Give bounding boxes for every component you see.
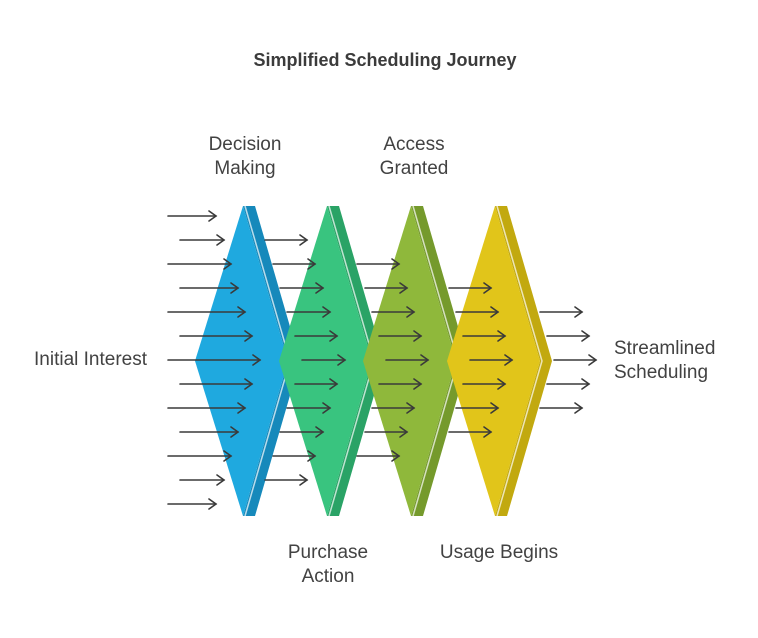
- arrow-stage3-6: [455, 402, 500, 414]
- diagram-title: Simplified Scheduling Journey: [253, 50, 517, 70]
- arrow-in-12: [179, 474, 226, 486]
- arrow-in-4: [179, 282, 240, 294]
- arrow-stage2-1: [356, 258, 401, 270]
- arrow-out-2: [546, 330, 591, 342]
- stage-label-purchase-action: Purchase Action: [287, 542, 369, 587]
- chevron-decision-making: [195, 206, 288, 516]
- arrow-stage3-5: [462, 378, 507, 390]
- arrow-stage1-7: [294, 378, 339, 390]
- arrow-in-3: [167, 258, 233, 270]
- arrow-stage1-4: [286, 306, 332, 318]
- arrow-stage2-3: [371, 306, 416, 318]
- start-label: Initial Interest: [34, 349, 147, 370]
- arrow-stage3-4: [469, 354, 514, 366]
- arrow-in-6: [179, 330, 254, 342]
- arrow-in-9: [167, 402, 247, 414]
- arrow-stage2-8: [364, 426, 409, 438]
- chevron-usage-begins: [447, 206, 540, 516]
- arrow-stage1-10: [272, 450, 317, 462]
- arrow-stage2-2: [364, 282, 409, 294]
- stage-label-decision-making: Decision Making: [208, 134, 282, 179]
- arrow-stage3-7: [448, 426, 493, 438]
- arrow-stage1-2: [272, 258, 317, 270]
- arrow-stage1-8: [286, 402, 332, 414]
- chevron-purchase-action: [279, 206, 372, 516]
- arrow-in-10: [179, 426, 240, 438]
- arrow-stage1-11: [264, 474, 309, 486]
- stage-label-access-granted: Access Granted: [379, 134, 449, 179]
- arrow-in-2: [179, 234, 226, 246]
- arrow-out-3: [553, 354, 598, 366]
- arrow-in-11: [167, 450, 233, 462]
- arrow-in-1: [167, 210, 218, 222]
- arrow-stage2-5: [385, 354, 430, 366]
- end-label: Streamlined Scheduling: [614, 338, 716, 383]
- arrow-stage1-5: [294, 330, 339, 342]
- arrow-stage2-4: [378, 330, 423, 342]
- arrow-stage3-3: [462, 330, 507, 342]
- arrow-in-5: [167, 306, 247, 318]
- arrow-out-1: [539, 306, 584, 318]
- chevron-access-granted: [363, 206, 456, 516]
- arrow-in-13: [167, 498, 218, 510]
- chevron-highlight-usage-begins: [496, 205, 543, 517]
- stage-label-usage-begins: Usage Begins: [439, 542, 559, 563]
- arrow-stage1-9: [279, 426, 325, 438]
- arrow-stage2-6: [378, 378, 423, 390]
- arrow-stage3-1: [448, 282, 493, 294]
- arrow-stage1-3: [279, 282, 325, 294]
- arrow-out-5: [539, 402, 584, 414]
- arrow-in-8: [179, 378, 254, 390]
- arrow-stage2-9: [356, 450, 401, 462]
- chevron-edge-usage-begins: [495, 206, 552, 516]
- arrow-stage2-7: [371, 402, 416, 414]
- arrow-stage3-2: [455, 306, 500, 318]
- arrow-stage1-6: [301, 354, 347, 366]
- arrow-in-7: [167, 354, 262, 366]
- arrow-out-4: [546, 378, 591, 390]
- arrow-stage1-1: [264, 234, 309, 246]
